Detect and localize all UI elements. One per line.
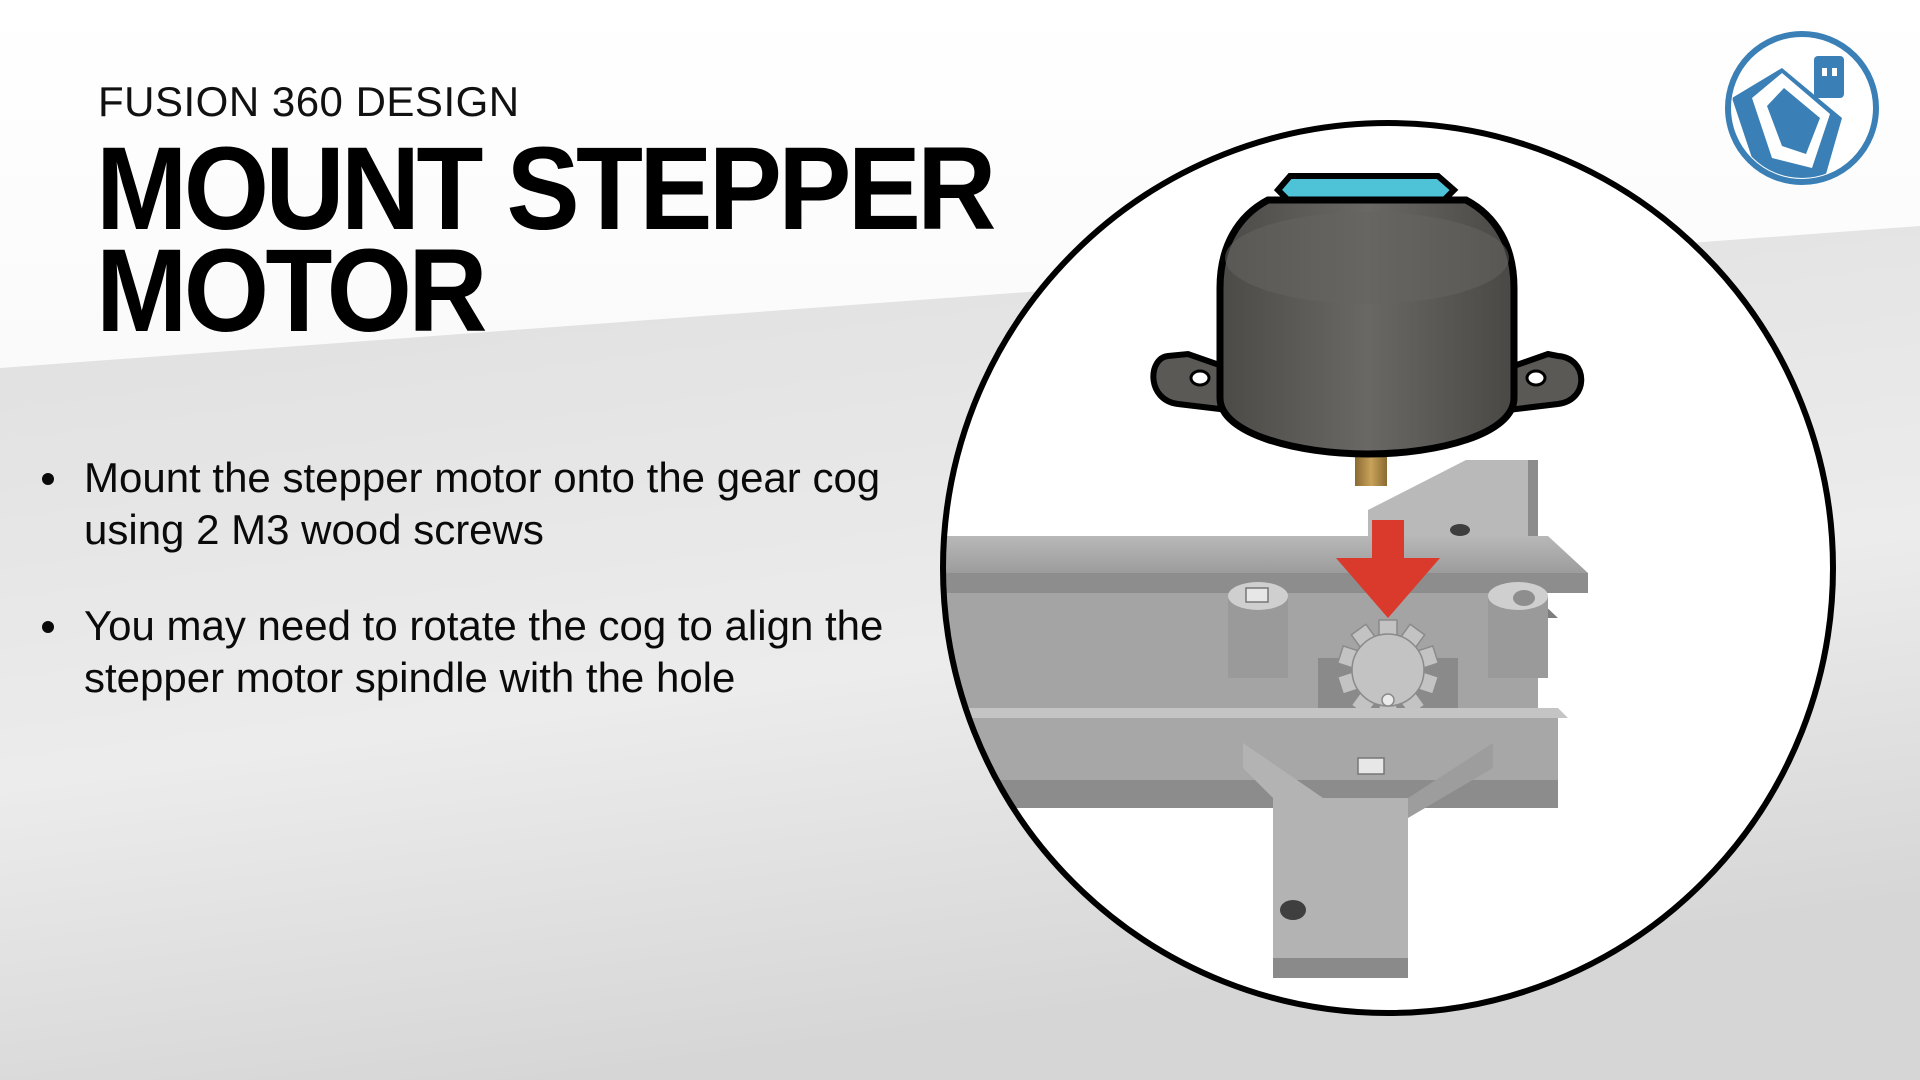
slide-title: MOUNT STEPPER MOTOR (96, 123, 996, 357)
bullet-item: You may need to rotate the cog to align … (36, 600, 896, 704)
mount-assembly (943, 173, 1588, 978)
down-arrow-icon (1336, 520, 1440, 618)
slide-subtitle: FUSION 360 DESIGN (98, 78, 520, 125)
bullet-text: You may need to rotate the cog to align … (84, 602, 884, 701)
bullet-list: Mount the stepper motor onto the gear co… (36, 452, 896, 748)
bullet-dot-icon (42, 473, 54, 485)
stepper-motor (1150, 173, 1585, 486)
bullet-item: Mount the stepper motor onto the gear co… (36, 452, 896, 556)
bullet-text: Mount the stepper motor onto the gear co… (84, 454, 881, 553)
gear-cog-icon (1336, 619, 1440, 721)
motor-mount-illustration (940, 120, 1836, 1016)
brand-logo-icon (1725, 31, 1879, 185)
bullet-dot-icon (42, 621, 54, 633)
